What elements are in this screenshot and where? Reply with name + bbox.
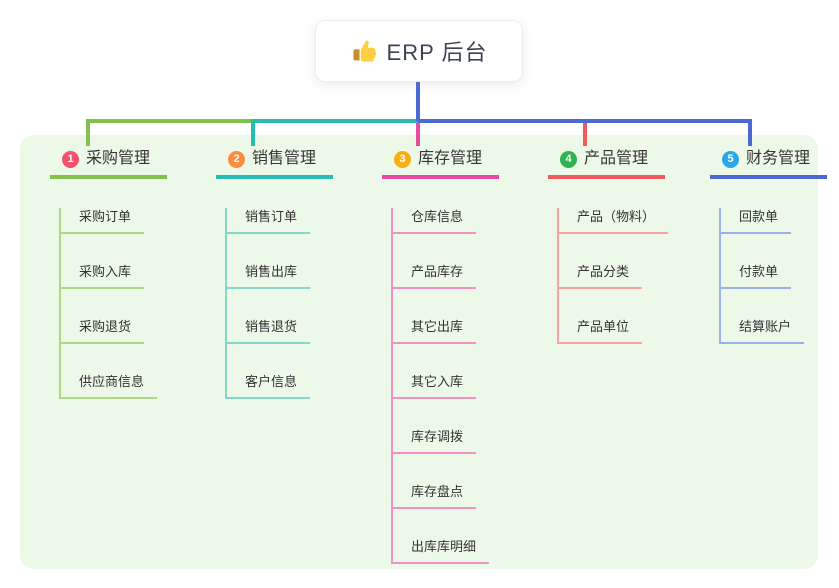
branch-children-list: 销售订单销售出库销售退货客户信息: [225, 208, 333, 399]
mindmap-child-node[interactable]: 产品库存: [393, 263, 477, 289]
mindmap-child-node[interactable]: 其它入库: [393, 373, 477, 399]
branch-number-badge: 4: [560, 150, 577, 168]
branch-title-label: 采购管理: [86, 150, 151, 167]
child-node-label: 采购入库: [79, 264, 132, 279]
mindmap-child-node[interactable]: 采购退货: [61, 318, 145, 344]
child-node-label: 销售出库: [245, 264, 298, 279]
mindmap-child-node[interactable]: 销售出库: [227, 263, 311, 289]
branch-children-list: 仓库信息产品库存其它出库其它入库库存调拨库存盘点出库库明细: [391, 208, 499, 564]
child-node-label: 其它出库: [411, 319, 464, 334]
child-node-label: 客户信息: [245, 374, 298, 389]
branch-inventory-management: 3 库存管理 仓库信息产品库存其它出库其它入库库存调拨库存盘点出库库明细: [382, 148, 499, 564]
child-node-label: 产品库存: [411, 264, 464, 279]
child-node-label: 出库库明细: [411, 539, 477, 554]
branch-number-badge: 3: [394, 150, 411, 168]
branch-title-label: 库存管理: [418, 150, 483, 167]
child-node-label: 库存调拨: [411, 429, 464, 444]
child-node-label: 产品（物料）: [577, 209, 656, 224]
branch-number-badge: 5: [722, 150, 739, 168]
child-node-label: 付款单: [739, 264, 779, 279]
child-node-label: 采购退货: [79, 319, 132, 334]
mindmap-panel: 1 采购管理 采购订单采购入库采购退货供应商信息 2 销售管理 销售订单销售出库…: [20, 135, 827, 569]
branch-title-label: 产品管理: [584, 150, 649, 167]
branch-number-badge: 2: [228, 150, 245, 168]
mindmap-child-node[interactable]: 产品单位: [559, 318, 643, 344]
thumbs-up-icon: [351, 38, 377, 64]
branch-number-badge: 1: [62, 150, 79, 168]
mindmap-child-node[interactable]: 采购入库: [61, 263, 145, 289]
branch-title-label: 销售管理: [252, 150, 317, 167]
mindmap-child-node[interactable]: 产品（物料）: [559, 208, 669, 234]
mindmap-child-node[interactable]: 销售订单: [227, 208, 311, 234]
mindmap-child-node[interactable]: 采购订单: [61, 208, 145, 234]
child-node-label: 销售退货: [245, 319, 298, 334]
branch-product-management: 4 产品管理 产品（物料） 产品分类产品单位: [548, 148, 669, 344]
mindmap-child-node[interactable]: 库存调拨: [393, 428, 477, 454]
mindmap-child-node[interactable]: 库存盘点: [393, 483, 477, 509]
mindmap-child-node[interactable]: 回款单: [721, 208, 792, 234]
child-node-label: 结算账户: [739, 319, 792, 334]
mindmap-child-node[interactable]: 客户信息: [227, 373, 311, 399]
child-node-label: 产品单位: [577, 319, 630, 334]
mindmap-child-node[interactable]: 产品分类: [559, 263, 643, 289]
root-node-erp[interactable]: ERP 后台: [315, 20, 523, 82]
child-node-label: 产品分类: [577, 264, 630, 279]
child-node-label: 其它入库: [411, 374, 464, 389]
branch-sales-management: 2 销售管理 销售订单销售出库销售退货客户信息: [216, 148, 333, 399]
mindmap-child-node[interactable]: 付款单: [721, 263, 792, 289]
mindmap-child-node[interactable]: 其它出库: [393, 318, 477, 344]
child-node-label: 采购订单: [79, 209, 132, 224]
child-node-label: 仓库信息: [411, 209, 464, 224]
child-node-label: 供应商信息: [79, 374, 145, 389]
mindmap-child-node[interactable]: 出库库明细: [393, 538, 490, 564]
branch-purchase-management: 1 采购管理 采购订单采购入库采购退货供应商信息: [50, 148, 167, 399]
branch-children-list: 产品（物料） 产品分类产品单位: [557, 208, 669, 344]
child-node-label: 库存盘点: [411, 484, 464, 499]
branch-finance-management: 5 财务管理 回款单付款单结算账户: [710, 148, 827, 344]
mindmap-child-node[interactable]: 供应商信息: [61, 373, 158, 399]
branch-children-list: 采购订单采购入库采购退货供应商信息: [59, 208, 167, 399]
child-node-label: 销售订单: [245, 209, 298, 224]
child-node-label: 回款单: [739, 209, 779, 224]
mindmap-child-node[interactable]: 结算账户: [721, 318, 805, 344]
mindmap-child-node[interactable]: 销售退货: [227, 318, 311, 344]
branch-children-list: 回款单付款单结算账户: [719, 208, 827, 344]
mindmap-child-node[interactable]: 仓库信息: [393, 208, 477, 234]
root-node-title: ERP 后台: [386, 40, 488, 65]
branch-title-label: 财务管理: [746, 150, 811, 167]
